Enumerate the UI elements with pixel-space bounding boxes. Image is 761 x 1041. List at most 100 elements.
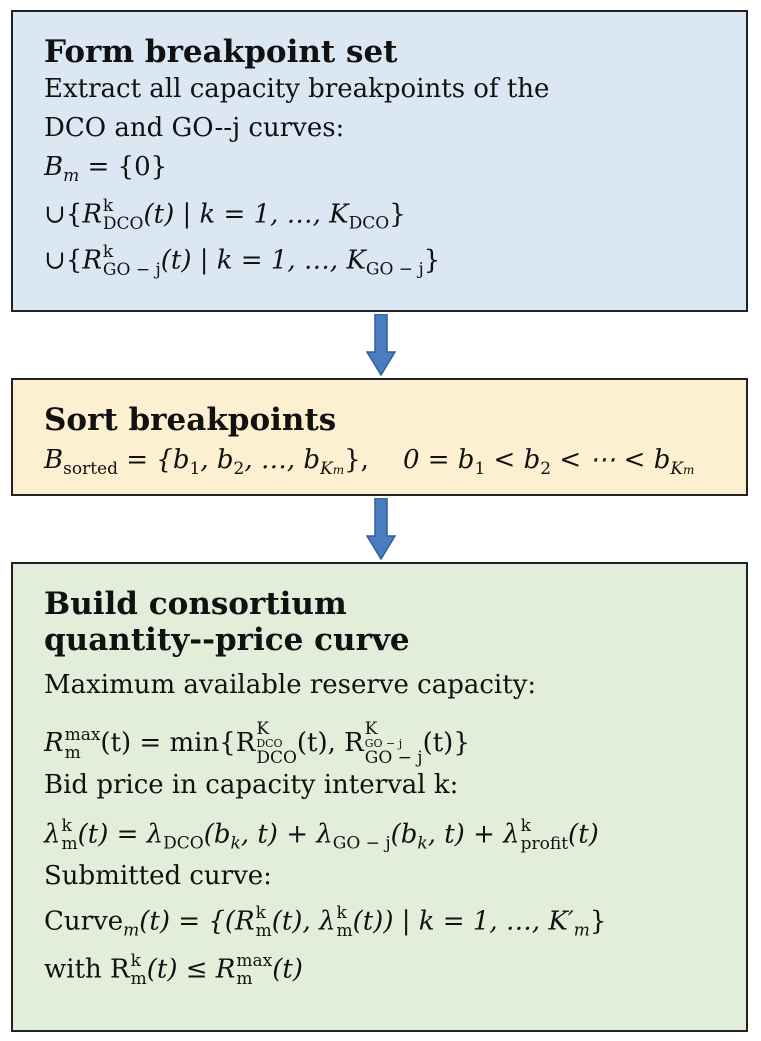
curve-m3: m <box>336 921 353 941</box>
sorted-set-equation: Bsorted = {b1, b2, …, bKm},0 = b1 < b2 <… <box>44 445 695 478</box>
sorted-sub: sorted <box>63 459 118 480</box>
union1-mid: (t) | k = 1, …, K <box>143 199 349 230</box>
sorted-b2: , b <box>200 445 234 475</box>
curve-name: Curve <box>44 906 124 937</box>
order-start: 0 = b <box>402 445 475 475</box>
union2-sup-k: k <box>102 242 114 262</box>
union2-mid: (t) | k = 1, …, K <box>160 245 366 276</box>
build-curve-title-line2: quantity--price curve <box>44 622 410 658</box>
union2-sub-go: GO − j <box>102 260 161 280</box>
rmax-sub1: DCO <box>256 748 297 768</box>
union2-R: R <box>82 245 102 276</box>
lam-l: λ <box>44 819 61 850</box>
union2-close: } <box>423 245 441 276</box>
union1-R: R <box>82 199 102 230</box>
down-arrow-icon <box>366 498 396 560</box>
with-text: with R <box>44 954 130 985</box>
rmax-sub: m <box>64 742 81 763</box>
sorted-B: B <box>44 445 64 475</box>
form-breakpoint-box: Form breakpoint set Extract all capacity… <box>11 10 748 312</box>
union1-close: } <box>389 199 406 230</box>
lam-dco: DCO <box>163 833 204 854</box>
union1-sup-k: k <box>102 196 114 216</box>
sort-breakpoints-box: Sort breakpoints Bsorted = {b1, b2, …, b… <box>11 378 748 496</box>
curve-end: } <box>589 906 607 937</box>
sorted-bK: , …, b <box>244 445 321 475</box>
down-arrow-icon <box>366 314 396 376</box>
lam-k2: k <box>417 833 428 854</box>
sort-breakpoints-title: Sort breakpoints <box>44 402 337 438</box>
order-1: 1 <box>474 459 486 480</box>
sorted-K: K <box>320 459 333 480</box>
breakpoint-set-equation: Bm = {0} <box>44 152 168 185</box>
rmax-end: (t)} <box>422 728 470 758</box>
curve-mid2: (t)) | k = 1, …, K′ <box>352 906 574 937</box>
lam-go: GO − j <box>332 833 391 854</box>
with-k: k <box>130 951 141 971</box>
order-2: 2 <box>540 459 552 480</box>
lam-a1b: , t) + λ <box>240 819 333 850</box>
rmax-R: R <box>44 728 64 758</box>
with-max: max <box>236 951 273 971</box>
lam-a2b: , t) + λ <box>427 819 520 850</box>
bid-price-desc: Bid price in capacity interval k: <box>44 770 459 800</box>
with-m2: m <box>236 969 253 989</box>
order-K: K <box>670 459 684 480</box>
curve-eq: (t) = {(R <box>139 906 255 937</box>
with-end: (t) <box>272 954 303 985</box>
sorted-b1-sub: 1 <box>189 459 201 480</box>
lam-a2: (b <box>390 819 418 850</box>
union2-open: ∪{ <box>44 245 83 276</box>
union1-sub-dco: DCO <box>102 214 144 234</box>
curve-m2: m <box>255 921 272 941</box>
lam-profit: profit <box>520 834 569 854</box>
lam-k1: k <box>230 833 241 854</box>
rmax-mid: (t), R <box>296 728 364 758</box>
rmax-K2sub: GO − j <box>364 737 403 750</box>
form-breakpoint-desc-line2: DCO and GO--j curves: <box>44 113 345 143</box>
rmax-sup: max <box>64 724 101 745</box>
curve-k: k <box>255 903 266 923</box>
build-curve-title-line1: Build consortium <box>44 586 347 622</box>
sorted-set-open: = {b <box>117 445 190 475</box>
sorted-b2-sub: 2 <box>233 459 245 480</box>
order-lt: < b <box>485 445 541 475</box>
rmax-K2: K <box>364 719 378 739</box>
rmax-K1sub: DCO <box>256 737 283 750</box>
order-dots: < ⋯ < b <box>551 445 671 475</box>
order-Km: m <box>683 463 695 478</box>
rmax-sub2: GO − j <box>364 748 423 768</box>
max-capacity-desc: Maximum available reserve capacity: <box>44 670 537 700</box>
set-init: = {0} <box>79 152 168 182</box>
form-breakpoint-desc-line1: Extract all capacity breakpoints of the <box>44 74 550 104</box>
union2-K-sub: GO − j <box>365 259 424 280</box>
set-sub-m: m <box>63 166 80 187</box>
form-breakpoint-title: Form breakpoint set <box>44 34 398 70</box>
union1-K-sub: DCO <box>348 213 390 234</box>
rmax-eq: (t) = min{R <box>100 728 256 758</box>
lam-eq: (t) = λ <box>77 819 164 850</box>
curve-k2: k <box>336 903 347 923</box>
build-curve-box: Build consortium quantity--price curve M… <box>11 562 748 1032</box>
rmax-K1: K <box>256 719 270 739</box>
lam-k: k <box>61 816 72 836</box>
lam-m: m <box>61 834 78 854</box>
lam-pk: k <box>520 816 531 836</box>
set-symbol-B: B <box>44 152 64 182</box>
sorted-close: }, <box>344 445 369 475</box>
curve-m4: m <box>573 920 590 941</box>
with-mid: (t) ≤ R <box>146 954 236 985</box>
sorted-Km: m <box>332 463 345 478</box>
curve-mid: (t), λ <box>271 906 336 937</box>
curve-m: m <box>123 920 140 941</box>
lam-end: (t) <box>568 819 599 850</box>
union1-open: ∪{ <box>44 199 83 230</box>
with-m: m <box>130 969 147 989</box>
submitted-curve-desc: Submitted curve: <box>44 861 272 891</box>
